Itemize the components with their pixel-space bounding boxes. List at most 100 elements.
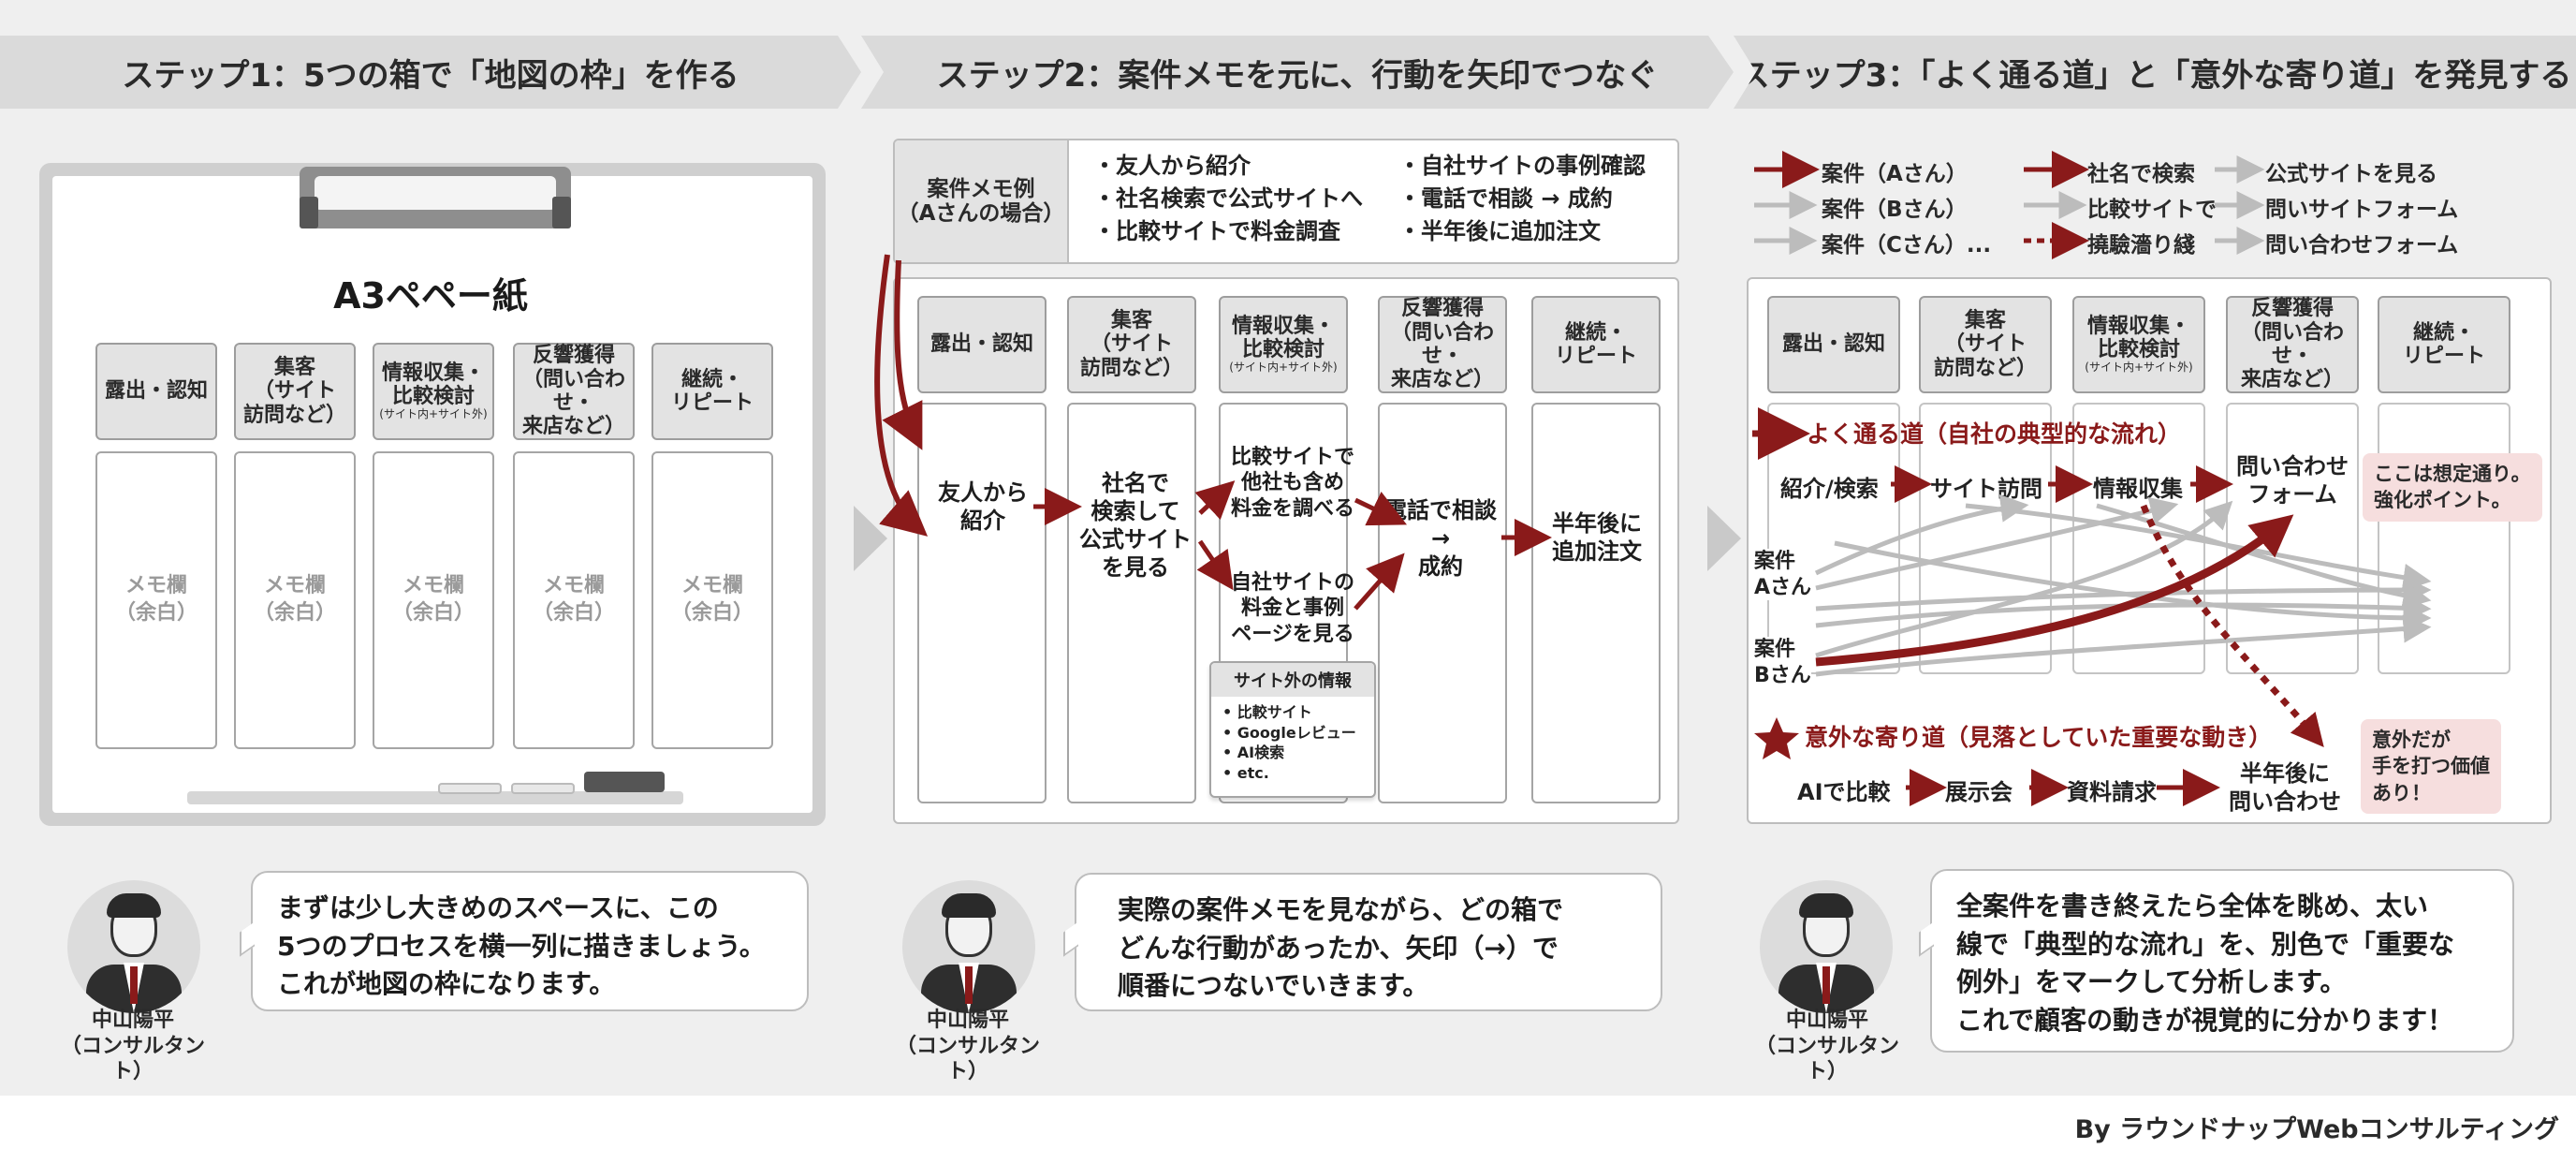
- memo-item: ・比較サイトで料金調査: [1093, 217, 1340, 244]
- later-text: 問い合わせ: [2229, 788, 2341, 815]
- flow-text: を見る: [1102, 554, 1169, 581]
- person-role: （コンサルタント）: [60, 1034, 205, 1084]
- flow-text: 紹介: [960, 508, 1005, 534]
- person-role: （コンサルタント）: [1754, 1034, 1899, 1084]
- consultant-avatar: [67, 880, 200, 1013]
- consultant-avatar: [1760, 880, 1893, 1013]
- stage-line: 露出・認知: [1781, 332, 1885, 357]
- note-unexpected: 意外だが手を打つ価値あり！: [2361, 719, 2501, 815]
- unexpected-flow-docs: 資料請求: [2067, 779, 2157, 805]
- eraser-icon: [584, 772, 665, 792]
- memo-text: メモ欄: [681, 574, 743, 598]
- flow-text: →: [1430, 525, 1451, 552]
- note-text: 意外だが: [2372, 729, 2451, 751]
- stage-header-4: 反響獲得（問い合わせ・来店など）: [513, 343, 635, 440]
- footer-credit: By ラウンドナップWebコンサルティング: [2074, 1115, 2559, 1144]
- form-text: フォーム: [2247, 481, 2337, 508]
- stage-header-5: 継続・リピート: [651, 343, 773, 440]
- memo-text: メモ欄: [124, 574, 187, 598]
- marker-tray: [187, 791, 683, 804]
- flow-text: 自社サイトの: [1230, 570, 1354, 595]
- step3-legend-arrows: [1754, 151, 2265, 259]
- consultant-avatar: [902, 880, 1035, 1013]
- memo-items-left: ・友人から紹介 ・社名検索で公式サイトへ ・比較サイトで料金調査: [1093, 150, 1363, 247]
- stage-line: 反響獲得: [1400, 297, 1484, 321]
- flow-text: 料金と事例: [1240, 597, 1344, 621]
- later-text: 半年後に: [2240, 760, 2330, 787]
- stage-line: （サイト: [1090, 332, 1173, 357]
- consultant-name: 中山陽平（コンサルタント）: [52, 1008, 213, 1085]
- stage-line: （サイト: [253, 379, 336, 404]
- stage-line: 継続・: [2412, 320, 2475, 345]
- stage-header-3: 情報収集・比較検討(サイト内+サイト外): [373, 343, 494, 440]
- flow-text: 追加注文: [1552, 538, 1642, 565]
- flow-text: 比較サイトで: [1230, 445, 1354, 469]
- outside-item: • 比較サイト: [1222, 703, 1312, 721]
- stage-header-1: 露出・認知: [95, 343, 217, 440]
- step3-title: ステップ3：「よく通る道」と「意外な寄り道」を発見する: [1737, 56, 2572, 95]
- star-icon: [1754, 717, 1799, 759]
- common-path-label: よく通る道（自社の典型的な流れ）: [1807, 420, 2182, 448]
- flow-company-search: 社名で検索して公式サイトを見る: [1071, 463, 1200, 588]
- stage-line: 反響獲得: [2250, 297, 2334, 321]
- memo-item: ・友人から紹介: [1093, 153, 1251, 179]
- flow-text: 検索して: [1090, 498, 1180, 524]
- flow-text: 成約: [1418, 553, 1463, 580]
- step2-title: ステップ2：案件メモを元に、行動を矢印でつなぐ: [936, 56, 1659, 95]
- memo-text: メモ欄: [402, 574, 464, 598]
- stage-line: 比較検討: [1241, 338, 1325, 362]
- stage-line: 比較検討: [2097, 338, 2180, 362]
- person-role: （コンサルタント）: [895, 1034, 1040, 1084]
- speech-line: まずは少し大きめのスペースに、この: [277, 892, 719, 923]
- memo-item: ・社名検索で公式サイトへ: [1093, 184, 1363, 212]
- stage-line: 情報収集・: [381, 361, 485, 385]
- marker-icon: [511, 783, 575, 794]
- memo-label-line2: （Aさんの場合）: [897, 201, 1065, 226]
- legend-dest-a: 公式サイトを見る: [2265, 162, 2437, 186]
- flow-column-4: [1378, 403, 1507, 803]
- flow-repeat-order: 半年後に追加注文: [1533, 500, 1661, 575]
- speech-line: どんな行動があったか、矢印（→）で: [1118, 932, 1559, 964]
- clip-hinge-right: [552, 197, 571, 228]
- outside-item: • Googleレビュー: [1222, 723, 1356, 742]
- stage-line: リピート: [1554, 345, 1637, 368]
- memo-text: メモ欄: [263, 574, 326, 598]
- stage-header-2: 集客（サイト訪問など）: [234, 343, 356, 440]
- person-name: 中山陽平: [1785, 1009, 1868, 1032]
- stage-line: 比較検討: [391, 385, 475, 409]
- flow-text: 料金を調べる: [1230, 496, 1354, 521]
- stage-header-5: 継続・リピート: [2378, 296, 2510, 393]
- flow-own-site: 自社サイトの料金と事例ページを見る: [1222, 560, 1363, 657]
- person-name: 中山陽平: [926, 1009, 1009, 1032]
- memo-item: ・電話で相談 → 成約: [1398, 184, 1613, 212]
- flow-text: 友人から: [938, 479, 1028, 506]
- flow-compare-site: 比較サイトで他社も含め料金を調べる: [1222, 435, 1363, 532]
- stage-header-4: 反響獲得（問い合わせ・来店など）: [1378, 296, 1507, 393]
- stage-line: （サイト: [1943, 332, 2027, 357]
- stage-sub: (サイト内+サイト外): [2085, 361, 2193, 375]
- speech-line: 順番につないでいきます。: [1118, 970, 1429, 1002]
- stage-line: 集客: [1110, 309, 1152, 333]
- outside-item: • etc.: [1222, 763, 1269, 782]
- stage-line: 来店など）: [2240, 368, 2344, 392]
- memo-label-line1: 案件メモ例: [927, 176, 1035, 201]
- stage-sub: (サイト内+サイト外): [1229, 361, 1338, 375]
- speech-bubble-step2: 実際の案件メモを見ながら、どの箱で どんな行動があったか、矢印（→）で 順番につ…: [1075, 873, 1662, 1011]
- flow-text: 公式サイト: [1079, 526, 1192, 552]
- form-node: 問い合わせフォーム: [2228, 448, 2357, 513]
- memo-column-1: メモ欄（余白）: [95, 451, 217, 749]
- flow-column-5: [1531, 403, 1661, 803]
- clip-inner: [315, 176, 556, 210]
- legend-dest-b: 問いサイトフォーム: [2265, 198, 2459, 222]
- stage-line: 継続・: [1564, 320, 1627, 345]
- legend-path-a: 社名で検索: [2087, 162, 2195, 186]
- memo-text: （余白）: [253, 601, 336, 625]
- stage-header-5: 継続・リピート: [1531, 296, 1661, 393]
- memo-item: ・自社サイトの事例確認: [1398, 153, 1646, 179]
- memo-column-2: メモ欄 （余白）: [234, 451, 356, 749]
- memo-text: メモ欄: [542, 574, 605, 598]
- flow-text: 社名で: [1102, 470, 1169, 496]
- flow-column-1: [917, 403, 1046, 803]
- outside-item: • AI検索: [1222, 744, 1285, 762]
